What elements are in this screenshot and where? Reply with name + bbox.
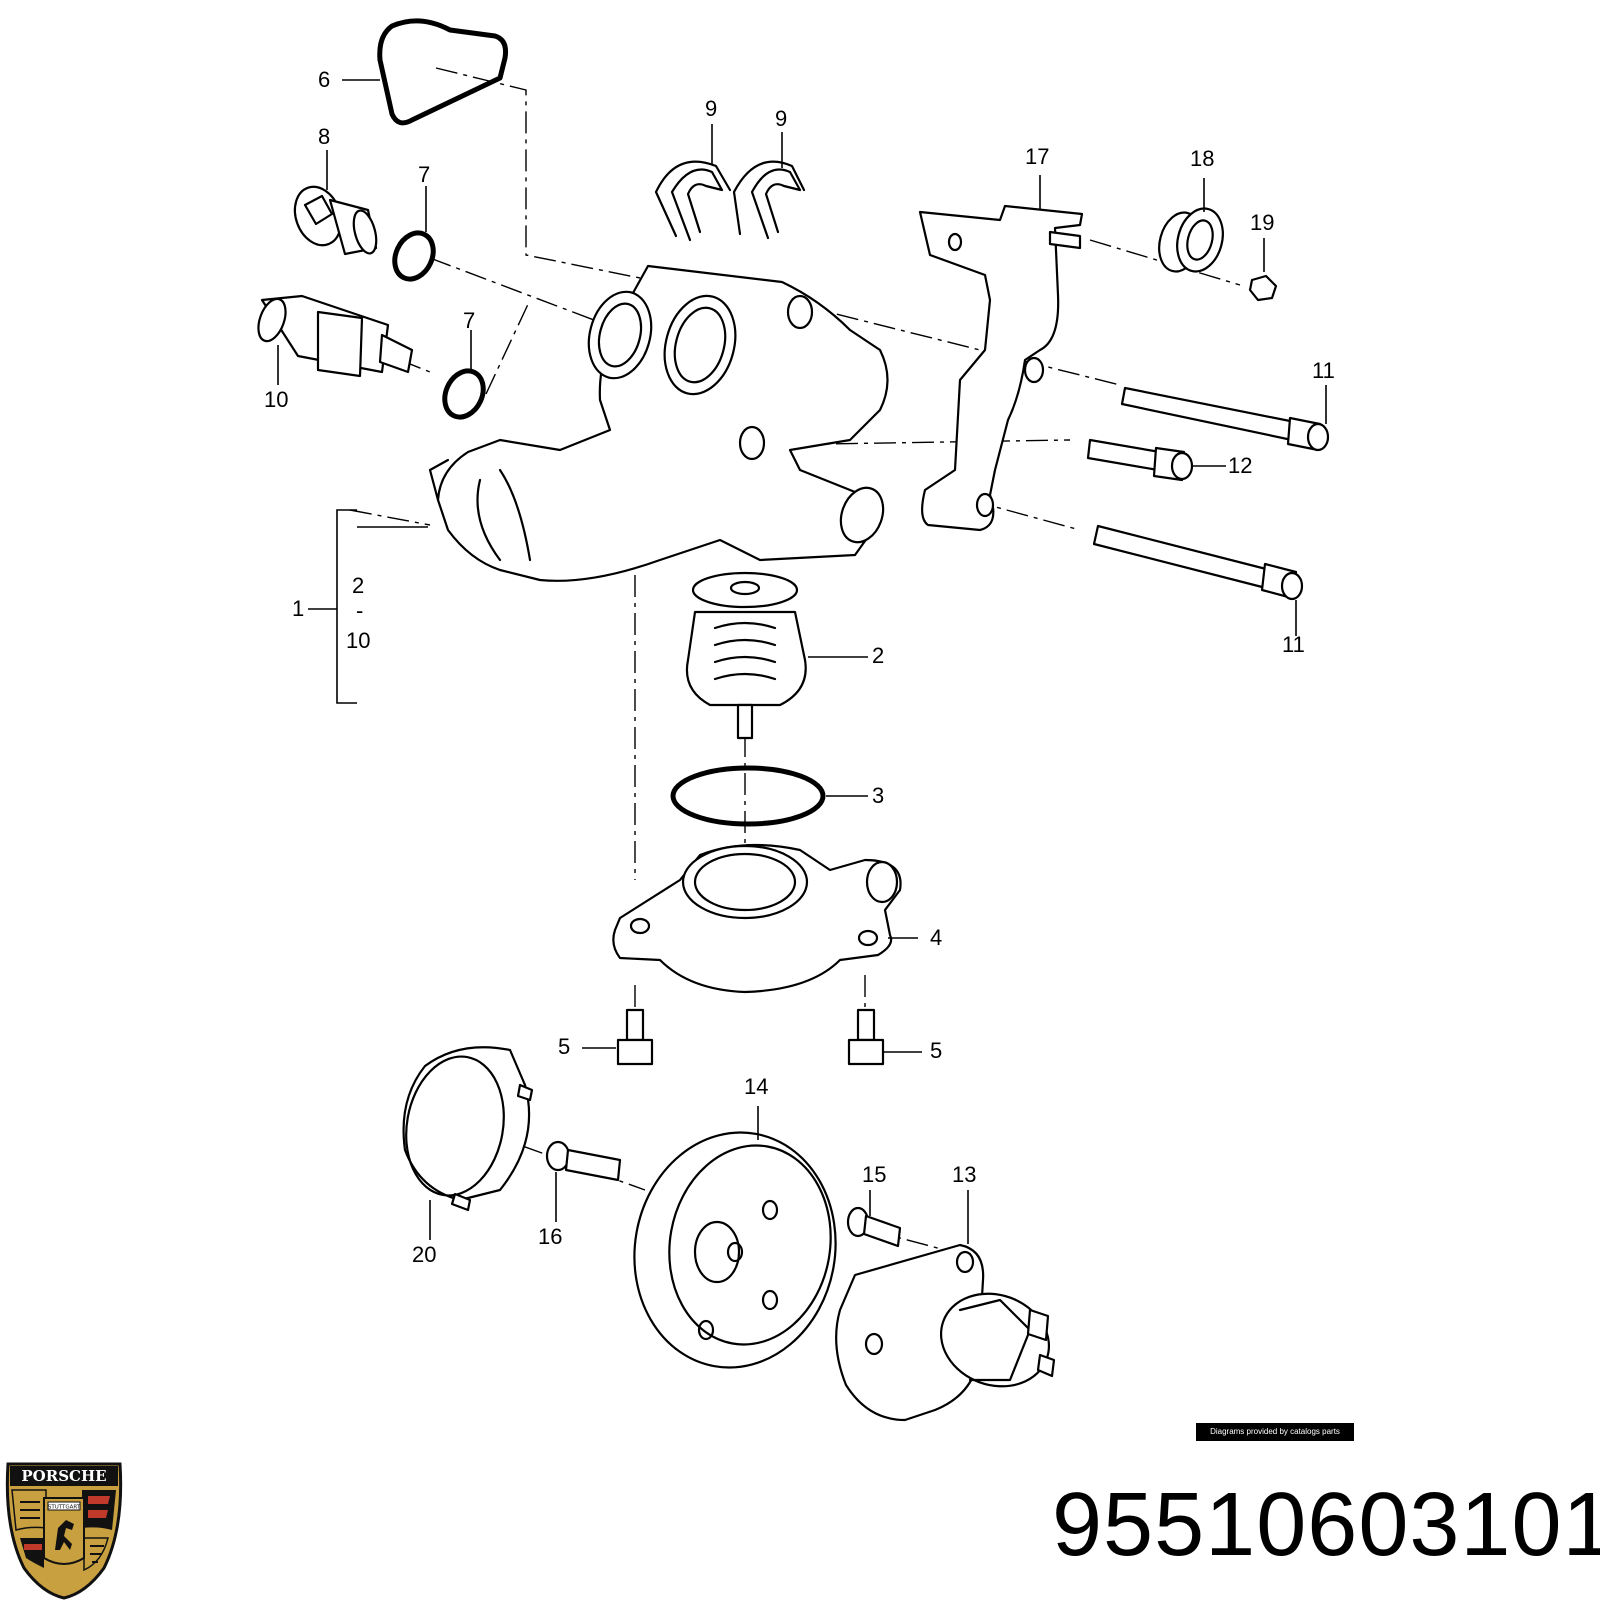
plug-8: [293, 185, 378, 256]
callout-range-bottom: 10: [346, 628, 371, 653]
callout-5a: 5: [558, 1034, 571, 1059]
thermostat-housing: [428, 264, 889, 582]
callout-8: 8: [318, 124, 331, 149]
bolt-15: [846, 1206, 902, 1248]
callout-range-top: 2: [352, 573, 365, 598]
cover-4: [612, 843, 902, 994]
water-pump-13: [835, 1243, 1056, 1422]
callout-7a: 7: [418, 162, 431, 187]
callout-9a: 9: [705, 96, 718, 121]
callout-17: 17: [1025, 144, 1050, 169]
callout-6: 6: [318, 67, 331, 92]
callout-13: 13: [952, 1162, 977, 1187]
bolt-12: [1086, 438, 1194, 482]
callout-3: 3: [872, 783, 885, 808]
callout-19: 19: [1250, 210, 1275, 235]
callout-18: 18: [1190, 146, 1215, 171]
pulley-14: [633, 1131, 837, 1369]
clip-9b: [732, 160, 806, 240]
callout-20: 20: [412, 1242, 437, 1267]
cover-plate-20: [402, 1046, 534, 1212]
thermostat-2: [685, 571, 807, 740]
group-bracket: [336, 509, 357, 704]
callout-11b: 11: [1282, 632, 1305, 657]
oring-3: [670, 765, 826, 827]
logo-text: PORSCHE: [21, 1467, 106, 1485]
callout-2: 2: [872, 643, 885, 668]
callout-11a: 11: [1312, 358, 1335, 383]
porsche-crest-logo: PORSCHE STUTTGART: [5, 1462, 123, 1600]
callout-14: 14: [744, 1074, 769, 1099]
bolt-5a: [616, 1008, 654, 1066]
stud-17: [1048, 230, 1082, 250]
clamp-18: [1158, 207, 1224, 273]
callout-12: 12: [1228, 453, 1253, 478]
bolt-5b: [847, 1008, 885, 1066]
part-number: 95510603101: [1052, 1475, 1600, 1575]
callout-15: 15: [862, 1162, 887, 1187]
callout-9b: 9: [775, 106, 788, 131]
callout-16: 16: [538, 1224, 563, 1249]
oring-7b: [442, 368, 486, 420]
callout-range-dash: -: [356, 598, 364, 623]
callout-7b: 7: [463, 308, 476, 333]
bracket-17: [918, 204, 1084, 532]
oring-7a: [392, 230, 436, 282]
bolt-11b: [1092, 524, 1304, 601]
sensor-10: [257, 294, 414, 378]
callout-10: 10: [264, 387, 289, 412]
diagram-credit: Diagrams provided by catalogs parts: [1196, 1423, 1354, 1441]
clip-9a: [654, 160, 732, 242]
nut-19: [1248, 274, 1278, 302]
bolt-11a: [1120, 386, 1330, 452]
gasket-6: [377, 18, 508, 126]
callout-5b: 5: [930, 1038, 943, 1063]
logo-city: STUTTGART: [48, 1505, 81, 1511]
bolt-16: [545, 1140, 622, 1182]
callout-1: 1: [292, 596, 305, 621]
callout-4: 4: [930, 925, 943, 950]
